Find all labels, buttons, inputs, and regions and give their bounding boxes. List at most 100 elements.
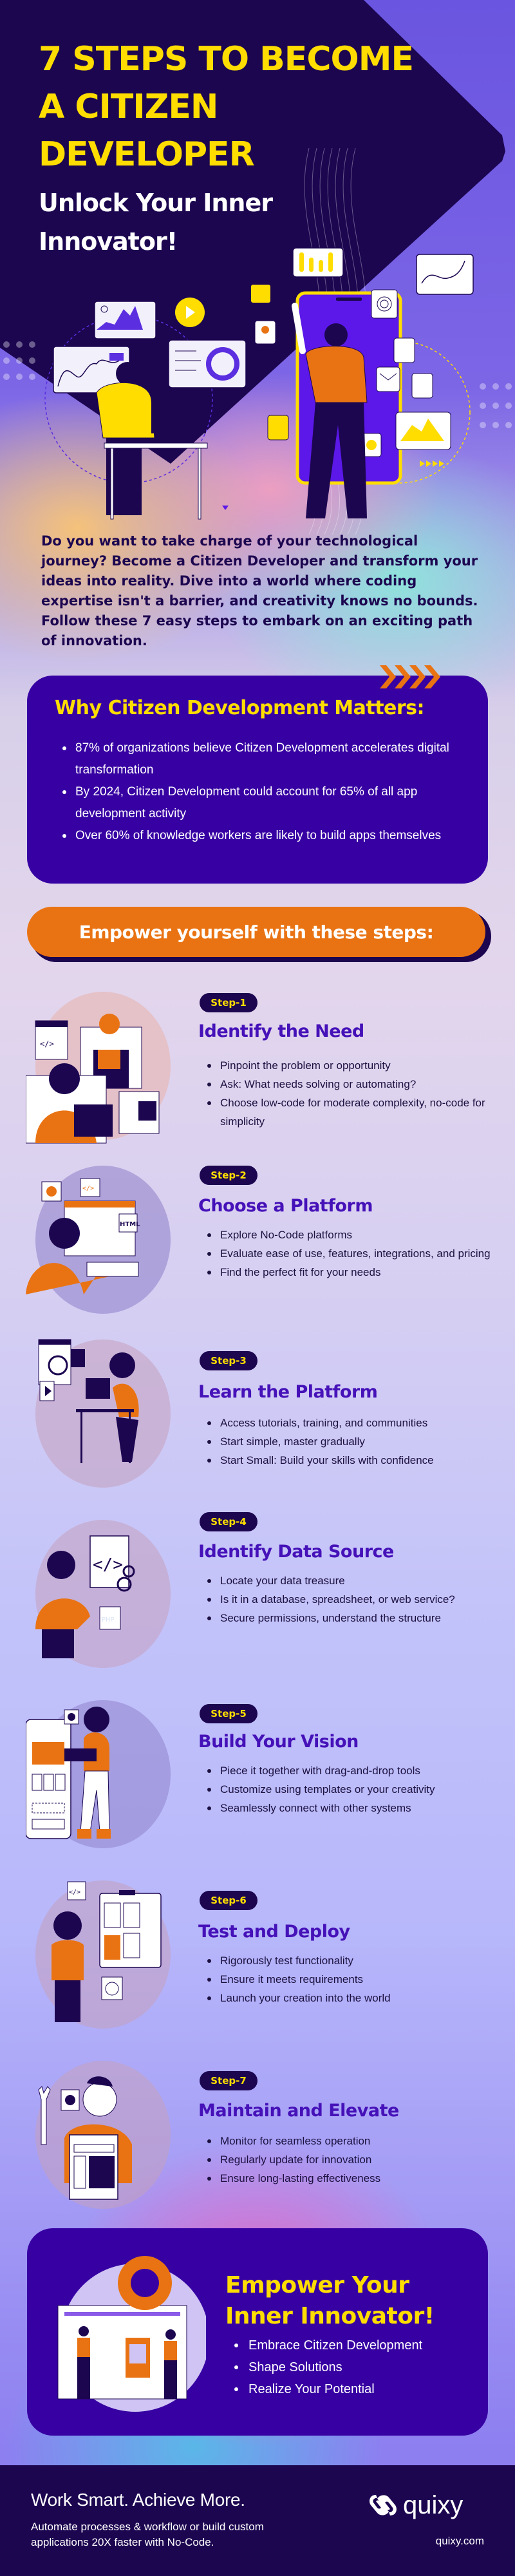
step-points-list: Locate your data treasure Is it in a dat… xyxy=(206,1571,496,1627)
step-title: Choose a Platform xyxy=(198,1196,373,1216)
intro-paragraph: Do you want to take charge of your techn… xyxy=(41,533,478,649)
donut-chart-card xyxy=(168,339,247,388)
step-7: Step-7 Maintain and Elevate Monitor for … xyxy=(0,2048,515,2222)
step-badge: Step-7 xyxy=(200,2071,258,2090)
step-badge: Step-1 xyxy=(200,993,258,1012)
why-points-list: 87% of organizations believe Citizen Dev… xyxy=(61,737,460,847)
final-points-list: Embrace Citizen Development Shape Soluti… xyxy=(233,2334,478,2400)
final-point: Embrace Citizen Development xyxy=(233,2334,478,2356)
step-point: Start simple, master gradually xyxy=(206,1432,496,1451)
step-title: Identify the Need xyxy=(198,1021,364,1041)
step-badge: Step-4 xyxy=(200,1512,258,1531)
quixy-logo-icon xyxy=(370,2495,397,2515)
why-point: By 2024, Citizen Development could accou… xyxy=(61,781,460,825)
step-point: Rigorously test functionality xyxy=(206,1951,496,1970)
step-badge: Step-2 xyxy=(200,1166,258,1185)
empower-banner: Empower yourself with these steps: xyxy=(27,907,485,957)
hero-illustration xyxy=(3,247,512,520)
data-source-illustration: </> PHP xyxy=(35,1535,135,1658)
step-points-list: Rigorously test functionality Ensure it … xyxy=(206,1951,496,2007)
step-points-list: Access tutorials, training, and communit… xyxy=(206,1414,496,1470)
mail-icon xyxy=(376,366,400,392)
why-title: Why Citizen Development Matters: xyxy=(55,697,425,719)
why-point: Over 60% of knowledge workers are likely… xyxy=(61,825,460,847)
step-point: Explore No-Code platforms xyxy=(206,1226,496,1244)
area-chart-icon xyxy=(395,412,451,450)
step-2: </> HTML Step-2 Choose a Platform Explor… xyxy=(0,1159,515,1333)
step-5: Step-5 Build Your Vision Piece it togeth… xyxy=(0,1687,515,1861)
footer xyxy=(0,2465,515,2576)
step-6: </> Step-6 Test and Deploy Rigorously te… xyxy=(0,1868,515,2041)
chevron-arrows-icon xyxy=(380,665,440,688)
app-builder-illustration xyxy=(26,1707,111,1839)
step-point: Evaluate ease of use, features, integrat… xyxy=(206,1244,496,1263)
website-link[interactable]: quixy.com xyxy=(435,2535,484,2547)
final-title: Empower Your Inner Innovator! xyxy=(225,2272,435,2329)
step-point: Choose low-code for moderate complexity,… xyxy=(206,1094,496,1131)
innovation-team-illustration xyxy=(57,2256,206,2412)
remote-collaboration-illustration: </> xyxy=(26,1014,160,1144)
quixy-logo[interactable]: quixy xyxy=(368,2491,463,2519)
step-point: Monitor for seamless operation xyxy=(206,2132,496,2150)
man-figure xyxy=(292,303,368,518)
step-badge: Step-6 xyxy=(200,1891,258,1910)
step-points-list: Pinpoint the problem or opportunity Ask:… xyxy=(206,1056,496,1131)
bar-chart-icon xyxy=(292,247,344,278)
why-point: 87% of organizations believe Citizen Dev… xyxy=(61,737,460,781)
step-point: Find the perfect fit for your needs xyxy=(206,1263,496,1282)
step-title: Learn the Platform xyxy=(198,1382,378,1402)
step-points-list: Piece it together with drag-and-drop too… xyxy=(206,1761,496,1817)
step-1: </> Step-1 Identify the Need Pinpoint th… xyxy=(0,979,515,1153)
step-title: Build Your Vision xyxy=(198,1732,359,1752)
brand-name: quixy xyxy=(403,2491,464,2519)
step-point: Regularly update for innovation xyxy=(206,2150,496,2169)
line-chart-card xyxy=(53,346,130,393)
step-3: Step-3 Learn the Platform Access tutoria… xyxy=(0,1327,515,1501)
svg-text:PHP: PHP xyxy=(102,1616,115,1624)
hero-title: 7 STEPS TO BECOME A CITIZEN DEVELOPER xyxy=(39,40,414,174)
step-points-list: Monitor for seamless operation Regularly… xyxy=(206,2132,496,2188)
step-point: Launch your creation into the world xyxy=(206,1989,496,2007)
cloud-icon xyxy=(411,373,433,399)
test-deploy-illustration: </> xyxy=(52,1881,162,2022)
gear-icon xyxy=(361,433,382,457)
final-point: Shape Solutions xyxy=(233,2356,478,2378)
step-point: Customize using templates or your creati… xyxy=(206,1780,496,1799)
step-point: Pinpoint the problem or opportunity xyxy=(206,1056,496,1075)
svg-text:HTML: HTML xyxy=(120,1221,140,1228)
step-badge: Step-5 xyxy=(200,1704,258,1723)
learning-illustration xyxy=(38,1339,139,1463)
calendar-icon xyxy=(267,415,289,440)
step-point: Secure permissions, understand the struc… xyxy=(206,1609,496,1627)
platform-choice-illustration: </> HTML xyxy=(26,1178,140,1294)
why-card xyxy=(27,676,488,884)
step-point: Access tutorials, training, and communit… xyxy=(206,1414,496,1432)
gear-icon xyxy=(118,2256,172,2310)
target-icon xyxy=(371,289,398,319)
step-point: Start Small: Build your skills with conf… xyxy=(206,1451,496,1470)
step-point: Ensure it meets requirements xyxy=(206,1970,496,1989)
line-chart-icon xyxy=(416,254,474,295)
svg-text:</>: </> xyxy=(82,1185,94,1192)
step-point: Locate your data treasure xyxy=(206,1571,496,1590)
step-point: Piece it together with drag-and-drop too… xyxy=(206,1761,496,1780)
step-4: </> PHP Step-4 Identify Data Source Loca… xyxy=(0,1494,515,1668)
final-point: Realize Your Potential xyxy=(233,2378,478,2400)
step-badge: Step-3 xyxy=(200,1351,258,1370)
step-point: Seamlessly connect with other systems xyxy=(206,1799,496,1817)
step-title: Maintain and Elevate xyxy=(198,2101,399,2121)
step-point: Ask: What needs solving or automating? xyxy=(206,1075,496,1094)
step-title: Identify Data Source xyxy=(198,1542,394,1562)
svg-text:</>: </> xyxy=(93,1555,123,1575)
svg-text:</>: </> xyxy=(69,1889,80,1896)
map-pin-icon xyxy=(254,320,276,345)
step-point: Is it in a database, spreadsheet, or web… xyxy=(206,1590,496,1609)
maintenance-illustration xyxy=(38,2076,132,2200)
hero-subtitle: Unlock Your Inner Innovator! xyxy=(39,189,273,256)
area-chart-card xyxy=(94,301,156,339)
footer-description: Automate processes & workflow or build c… xyxy=(31,2521,264,2548)
footer-tagline: Work Smart. Achieve More. xyxy=(31,2490,245,2510)
step-title: Test and Deploy xyxy=(198,1922,350,1942)
chat-icon xyxy=(393,337,415,363)
